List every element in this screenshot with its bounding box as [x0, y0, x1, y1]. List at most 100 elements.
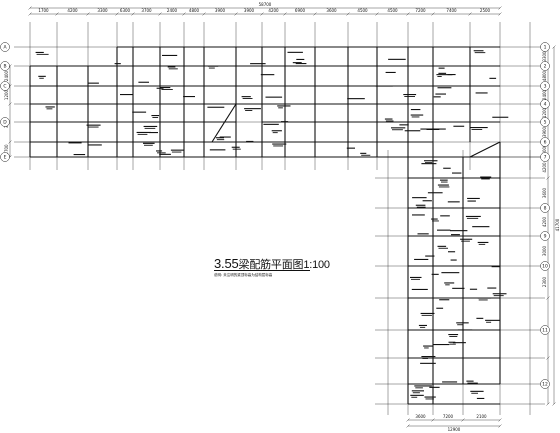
beam-line — [469, 141, 501, 158]
rebar-label — [87, 126, 99, 128]
dimension-label: 3000 — [542, 245, 547, 256]
rebar-label — [287, 51, 303, 53]
rebar-label — [414, 258, 429, 260]
plan-note: 说明: 未注明的梁顶标高为结构层标高 — [214, 273, 273, 277]
rebar-label — [156, 150, 163, 152]
dimension-tick — [375, 12, 379, 16]
title-underline — [214, 270, 310, 271]
axis-label: 6 — [544, 140, 547, 146]
dimension-label: 4200 — [542, 162, 547, 173]
axis-bubble — [540, 81, 550, 91]
rebar-label — [452, 172, 462, 174]
rebar-label — [403, 94, 417, 96]
rebar-label — [438, 186, 450, 188]
rebar-label — [461, 240, 470, 242]
rebar-label — [414, 385, 432, 387]
rebar-label — [466, 217, 479, 219]
rebar-label — [412, 197, 427, 199]
dimension-tick — [182, 12, 186, 16]
rebar-label — [421, 314, 432, 316]
rebar-label — [491, 266, 500, 268]
dimension-label: 1200 — [4, 89, 9, 100]
axis-bubble — [540, 261, 550, 271]
axis-label: 4 — [544, 102, 547, 108]
axis-bubble — [540, 379, 550, 389]
rebar-label — [148, 132, 158, 134]
rebar-label — [425, 255, 435, 257]
plan-title-number: 3.55 — [214, 256, 239, 271]
rebar-label — [219, 136, 231, 138]
rebar-label — [450, 259, 457, 261]
rebar-label — [478, 299, 488, 301]
rebar-label — [438, 247, 448, 249]
rebar-label — [410, 114, 424, 116]
dimension-label: 4200 — [542, 216, 547, 227]
rebar-label — [492, 116, 509, 118]
dimension-tick — [546, 176, 550, 180]
rebar-label — [460, 238, 473, 240]
dimension-label: 4500 — [357, 8, 368, 13]
axis-bubble — [0, 42, 10, 52]
dimension-label: 7200 — [415, 8, 426, 13]
rebar-label — [437, 245, 447, 247]
rebar-label — [424, 396, 436, 398]
rebar-label — [489, 77, 497, 79]
axis-bubble — [540, 99, 550, 109]
rebar-label — [448, 251, 456, 253]
grid-lines — [14, 22, 545, 415]
axis-bubble — [0, 61, 10, 71]
rebar-label — [420, 128, 435, 130]
rebar-label — [429, 386, 440, 388]
rebar-label — [136, 131, 151, 133]
rebar-label — [436, 307, 444, 309]
rebar-label — [445, 284, 450, 286]
rebar-label — [440, 215, 450, 217]
rebar-label — [272, 132, 278, 134]
axis-label: 2 — [544, 64, 547, 70]
axis-bubble — [540, 137, 550, 147]
rebar-label — [441, 272, 460, 274]
dimension-tick — [406, 418, 410, 422]
rebar-label — [292, 62, 302, 64]
rebar-label — [444, 282, 455, 284]
rebar-label — [183, 96, 195, 98]
dimension-tick — [202, 12, 206, 16]
rebar-label — [472, 226, 490, 228]
dimension-label: 1700 — [4, 144, 9, 155]
dimension-tick — [498, 6, 502, 10]
rebar-label — [418, 324, 427, 326]
dimension-label: 2100 — [476, 414, 487, 419]
dimension-tick — [158, 12, 162, 16]
dimension-tick — [346, 12, 350, 16]
dimension-tick — [406, 12, 410, 16]
rebar-label — [143, 125, 158, 127]
rebar-label — [471, 129, 483, 130]
rebar-label — [231, 146, 240, 148]
rebar-label — [278, 107, 283, 109]
rebar-label — [68, 142, 82, 144]
rebar-label — [436, 74, 453, 76]
rebar-label — [449, 343, 456, 345]
rebar-label — [385, 71, 396, 73]
rebar-label — [448, 334, 459, 336]
dimension-label: 4500 — [387, 8, 398, 13]
rebar-label — [452, 342, 466, 344]
axis-label: 7 — [544, 155, 547, 161]
rebar-label — [241, 96, 251, 98]
rebar-label — [424, 160, 438, 162]
rebar-label — [447, 201, 460, 203]
rebar-label — [427, 192, 443, 194]
dimension-tick — [260, 12, 264, 16]
rebar-label — [250, 63, 266, 65]
axis-bubble — [540, 203, 550, 213]
rebar-label — [87, 82, 99, 84]
dimension-label: 1200 — [542, 107, 547, 118]
dimension-tick — [552, 45, 556, 49]
dimension-label: 2400 — [4, 70, 9, 81]
rebar-label — [485, 319, 500, 321]
rebar-label — [347, 98, 365, 100]
rebar-label — [36, 53, 49, 55]
dimension-label: 3900 — [244, 8, 255, 13]
rebar-label — [415, 204, 426, 206]
